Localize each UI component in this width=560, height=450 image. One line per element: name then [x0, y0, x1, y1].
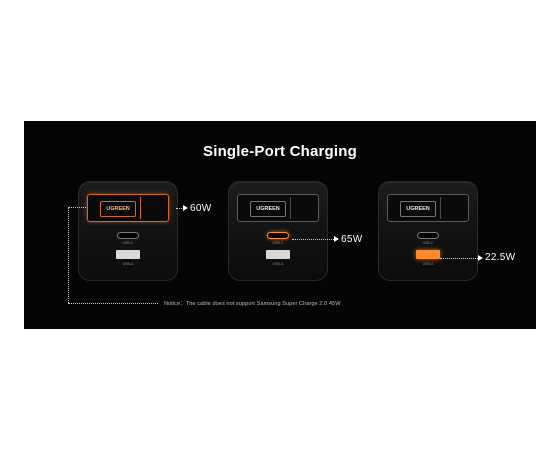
ac-plug-prongs: UGREEN [87, 194, 169, 222]
charger-65w: UGREEN USB-C USB-A [228, 181, 328, 281]
arrow-icon [183, 205, 188, 211]
brand-logo: UGREEN [100, 201, 136, 217]
usb-a-label: USB-A [122, 262, 134, 266]
notice-text: Notice：The cable does not support Samsun… [164, 301, 341, 307]
arrow-icon [334, 236, 339, 242]
ac-plug-prongs: UGREEN [237, 194, 319, 222]
usb-a-port [266, 250, 290, 259]
notice-connector-bottom [68, 303, 158, 304]
charger-22-5w: UGREEN USB-C USB-A [378, 181, 478, 281]
power-65w: 65W [341, 234, 363, 245]
usb-c-label: USB-C [422, 241, 434, 245]
usb-a-label: USB-A [422, 262, 434, 266]
power-60w: 60W [190, 203, 212, 214]
usb-c-label: USB-C [122, 241, 134, 245]
brand-logo: UGREEN [250, 201, 286, 217]
arrow-icon [478, 255, 483, 261]
usb-c-port [417, 232, 439, 239]
usb-a-label: USB-A [272, 262, 284, 266]
prong-divider [440, 197, 441, 219]
usb-a-port [416, 250, 440, 259]
single-port-charging-banner: Single-Port Charging UGREEN USB-C USB-A … [24, 121, 536, 329]
notice-connector-top [68, 207, 86, 208]
usb-c-port [117, 232, 139, 239]
usb-c-port [267, 232, 289, 239]
callout-line-65w [292, 239, 334, 240]
callout-line-22-5w [440, 258, 478, 259]
prong-divider [290, 197, 291, 219]
prong-divider [140, 197, 141, 219]
usb-c-label: USB-C [272, 241, 284, 245]
usb-a-port [116, 250, 140, 259]
notice-connector-vertical [68, 207, 69, 303]
banner-title: Single-Port Charging [203, 143, 357, 160]
power-22-5w: 22.5W [485, 252, 516, 263]
charger-60w: UGREEN USB-C USB-A [78, 181, 178, 281]
ac-plug-prongs: UGREEN [387, 194, 469, 222]
callout-line-60w [176, 208, 184, 209]
brand-logo: UGREEN [400, 201, 436, 217]
